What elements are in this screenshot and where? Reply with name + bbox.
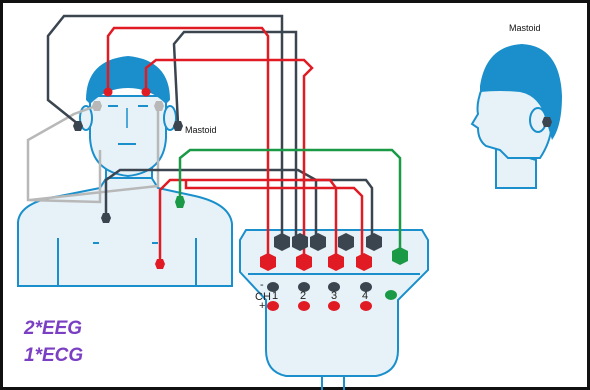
channel-2-label: 2 xyxy=(300,290,307,302)
channel-1-label: 1 xyxy=(272,290,279,302)
red-wire-1 xyxy=(106,26,270,258)
ch4-minus-dot xyxy=(360,282,372,292)
ch1-plus-dot xyxy=(267,301,279,311)
electrodes xyxy=(73,87,552,269)
eeg-electrode-icon xyxy=(103,87,113,97)
ch4-plus-dot xyxy=(360,301,372,311)
plus-symbol: + xyxy=(259,300,266,312)
green-wire xyxy=(178,148,402,252)
side-head-hair xyxy=(480,44,562,140)
ground-dot xyxy=(385,290,397,300)
dark-connector-1 xyxy=(274,233,290,251)
caption-eeg: 2*EEG xyxy=(24,318,83,339)
ch3-minus-dot xyxy=(328,282,340,292)
dark-connector-4 xyxy=(338,233,354,251)
reference-electrode-icon xyxy=(173,121,183,131)
dark-connector-2 xyxy=(292,233,308,251)
amplifier-panel xyxy=(267,282,397,311)
dark-wire-right-mastoid xyxy=(172,30,298,238)
reference-electrode-icon xyxy=(542,117,552,127)
red-wire-2 xyxy=(144,58,314,258)
green-connector xyxy=(392,247,408,265)
grey-wire-inner xyxy=(29,106,160,202)
ecg-electrode-icon xyxy=(101,213,111,223)
reference-electrode-icon xyxy=(154,101,164,111)
amplifier-connectors xyxy=(260,233,408,271)
red-wire-3 xyxy=(158,178,338,264)
amplifier-cable xyxy=(321,376,345,390)
dark-wire-chest xyxy=(104,168,318,238)
side-head xyxy=(470,44,562,189)
mastoid-label-side: Mastoid xyxy=(509,23,541,33)
red-connector-2 xyxy=(296,253,312,271)
channel-3-label: 3 xyxy=(331,290,338,302)
face xyxy=(89,95,167,178)
reference-electrode-icon xyxy=(73,121,83,131)
minus-symbol: - xyxy=(260,279,264,291)
ch3-plus-dot xyxy=(328,301,340,311)
ch-label: CH xyxy=(255,291,271,303)
channel-4-label: 4 xyxy=(362,290,369,302)
dark-connector-5 xyxy=(366,233,382,251)
ecg-electrode-icon xyxy=(155,259,165,269)
ch1-minus-dot xyxy=(267,282,279,292)
caption-ecg: 1*ECG xyxy=(24,345,84,366)
wires xyxy=(26,14,402,264)
mastoid-label-front: Mastoid xyxy=(185,125,217,135)
ch2-plus-dot xyxy=(298,301,310,311)
dark-wire-left-mastoid xyxy=(46,14,284,238)
dark-wire-ground xyxy=(300,178,374,238)
red-connector-3 xyxy=(328,253,344,271)
ch2-minus-dot xyxy=(298,282,310,292)
red-connector-1 xyxy=(260,253,276,271)
red-connector-4 xyxy=(356,253,372,271)
dark-connector-3 xyxy=(310,233,326,251)
reference-electrode-icon xyxy=(92,101,102,111)
eeg-electrode-icon xyxy=(141,87,151,97)
ground-electrode-icon xyxy=(175,196,185,208)
red-wire-4 xyxy=(184,180,364,258)
right-ear xyxy=(163,105,177,131)
